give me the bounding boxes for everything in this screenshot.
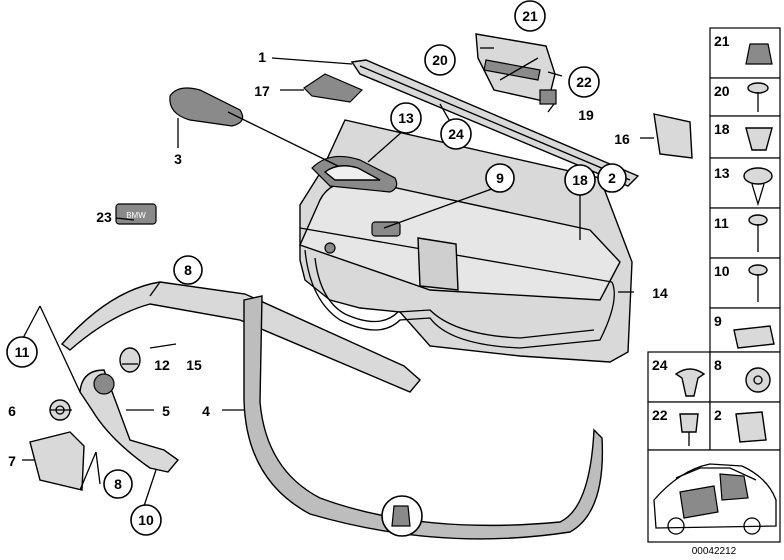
callout-4: 4 <box>202 403 210 419</box>
callout-6: 6 <box>8 403 16 419</box>
callout-7: 7 <box>8 453 16 469</box>
svg-text:BMW: BMW <box>126 211 146 220</box>
legend-10: 10 <box>714 263 730 279</box>
legend-8: 8 <box>714 357 722 373</box>
callouts: 1 2 3 4 5 6 7 8 8 9 10 11 12 13 14 15 16… <box>6 0 668 536</box>
callout-3: 3 <box>174 151 182 167</box>
pull-handle-5 <box>79 369 180 473</box>
legend-9: 9 <box>714 313 722 329</box>
callout-17: 17 <box>254 83 270 99</box>
door-seal-4 <box>243 295 604 540</box>
bracket-7 <box>29 431 85 491</box>
callout-21: 21 <box>522 8 538 24</box>
legend-18: 18 <box>714 121 730 137</box>
speaker-grille <box>169 87 244 127</box>
callout-14: 14 <box>652 285 668 301</box>
legend-2: 2 <box>714 407 722 423</box>
callout-9: 9 <box>496 170 504 186</box>
legend-11: 11 <box>714 215 729 231</box>
callout-1: 1 <box>258 49 266 65</box>
callout-23: 23 <box>96 209 112 225</box>
callout-11: 11 <box>15 344 30 360</box>
callout-20: 20 <box>432 52 448 68</box>
legend-21: 21 <box>714 33 730 49</box>
diagram-id: 00042212 <box>692 546 737 557</box>
seal-clip-detail <box>381 495 423 537</box>
mechanism-bracket <box>475 33 557 105</box>
legend-13: 13 <box>714 165 730 181</box>
legend-20: 20 <box>714 83 730 99</box>
door-release-knob <box>324 242 336 254</box>
trim-strip-15 <box>60 281 421 393</box>
callout-13: 13 <box>398 110 414 126</box>
plug-12 <box>119 347 141 373</box>
legend-22: 22 <box>652 407 668 423</box>
callout-8-bottom: 8 <box>114 476 122 492</box>
fastener-legend: 21 20 18 13 11 10 9 24 8 22 <box>647 27 781 543</box>
car-silhouette <box>653 463 777 535</box>
callout-18: 18 <box>572 172 588 188</box>
bracket-16 <box>653 113 693 159</box>
callout-22: 22 <box>576 74 592 90</box>
callout-2: 2 <box>608 170 616 186</box>
legend-24: 24 <box>652 357 668 373</box>
door-lock-knob <box>371 221 401 237</box>
callout-5: 5 <box>162 403 170 419</box>
callout-12: 12 <box>154 357 170 373</box>
badge-23: BMW <box>115 203 157 225</box>
handle-trim-17 <box>303 73 364 103</box>
callout-16: 16 <box>614 131 630 147</box>
callout-8-top: 8 <box>184 262 192 278</box>
window-strip <box>350 59 640 187</box>
callout-19: 19 <box>578 107 594 123</box>
callout-24: 24 <box>448 126 464 142</box>
callout-15: 15 <box>186 357 202 373</box>
callout-10: 10 <box>138 512 154 528</box>
